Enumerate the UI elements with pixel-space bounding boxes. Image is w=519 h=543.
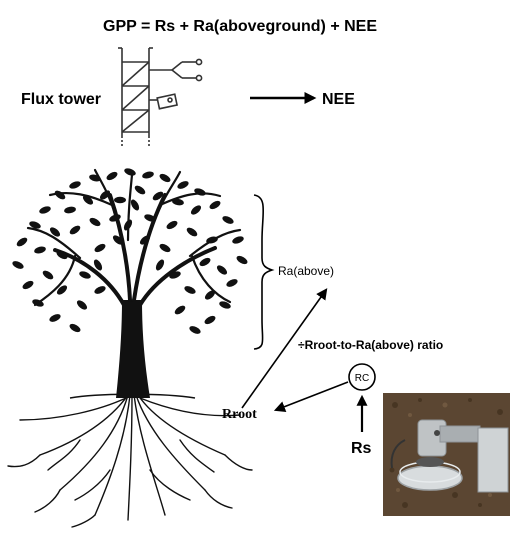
aboveground-brace <box>254 195 272 349</box>
tree-icon <box>8 167 252 527</box>
flux-tower-label: Flux tower <box>21 91 101 108</box>
nee-label: NEE <box>322 91 355 108</box>
ra-above-label: Ra(above) <box>278 264 334 278</box>
equation-title: GPP = Rs + Ra(aboveground) + NEE <box>103 18 377 35</box>
rs-label: Rs <box>351 440 372 457</box>
rc-label: RC <box>355 373 369 384</box>
flux-tower-icon <box>118 48 202 146</box>
soil-chamber-photo <box>383 393 510 516</box>
ratio-label: ÷Rroot-to-Ra(above) ratio <box>298 338 443 352</box>
rc-to-rroot-arrow <box>276 382 348 410</box>
rroot-label: Rroot <box>222 407 257 422</box>
